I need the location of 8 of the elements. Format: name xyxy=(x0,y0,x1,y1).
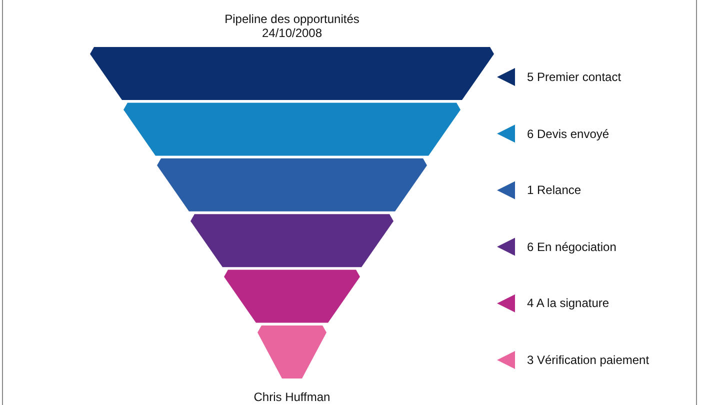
legend-label: 6 En négociation xyxy=(527,240,616,254)
legend-label: 3 Vérification paiement xyxy=(527,353,650,367)
chart-title: Pipeline des opportunités 24/10/2008 xyxy=(224,12,360,40)
legend-label: 1 Relance xyxy=(527,183,582,198)
author-caption: Chris Huffman xyxy=(252,390,332,404)
legend-label: 4 A la signature xyxy=(527,296,610,310)
legend-label: 6 Devis envoyé xyxy=(527,126,610,141)
legend-label: 5 Premier contact xyxy=(527,70,622,84)
